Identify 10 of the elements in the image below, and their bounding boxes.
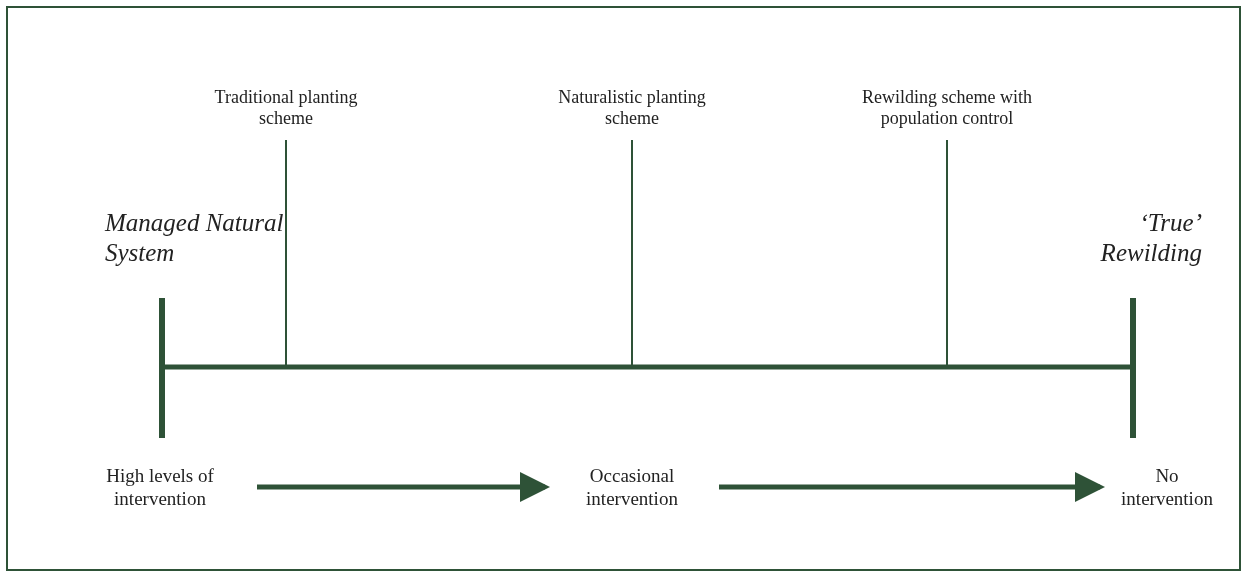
intervention-level-label: No intervention [1112,464,1222,510]
arrow [257,472,550,502]
scale-end-label: ‘True’ Rewilding [1099,208,1202,268]
scale-point-label: Traditional planting scheme [213,87,359,129]
scale-point-label: Rewilding scheme with population control [861,87,1033,129]
arrow [719,472,1105,502]
intervention-level-label: Occasional intervention [557,464,707,510]
scale-end-label: Managed Natural System [105,208,285,268]
intervention-level-label: High levels of intervention [75,464,245,510]
scale-point-label: Naturalistic planting scheme [557,87,707,129]
